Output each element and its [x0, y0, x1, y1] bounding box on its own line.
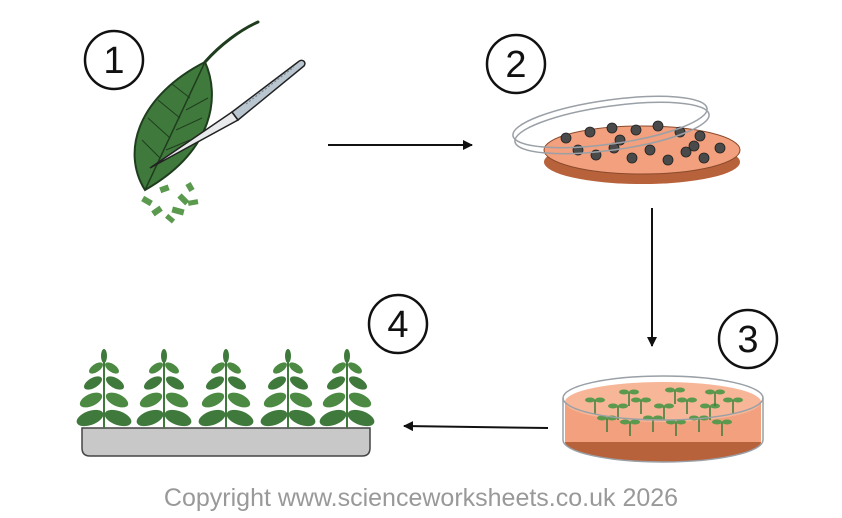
- step-3-label: 3: [737, 319, 758, 361]
- step-3-number: 3: [717, 308, 779, 370]
- step-4-number: 4: [367, 293, 429, 355]
- step-2-label: 2: [505, 44, 526, 86]
- tray-of-plants-icon: [73, 348, 378, 457]
- scalpel-icon: [149, 59, 306, 169]
- leaf-and-scalpel-icon: [133, 20, 306, 224]
- step-2-number: 2: [485, 33, 547, 95]
- step-1-number: 1: [83, 29, 145, 91]
- step-1-label: 1: [103, 40, 124, 82]
- leaf-pieces-icon: [141, 182, 199, 224]
- petri-dish-with-plantlets-icon: [562, 375, 764, 463]
- step-4-label: 4: [387, 304, 408, 346]
- petri-dish-with-leaf-pieces-icon: [512, 95, 741, 184]
- arrow-3-to-4: [403, 421, 549, 432]
- petri-dish-lid: [512, 95, 710, 155]
- copyright-text: Copyright www.scienceworksheets.co.uk 20…: [163, 484, 679, 512]
